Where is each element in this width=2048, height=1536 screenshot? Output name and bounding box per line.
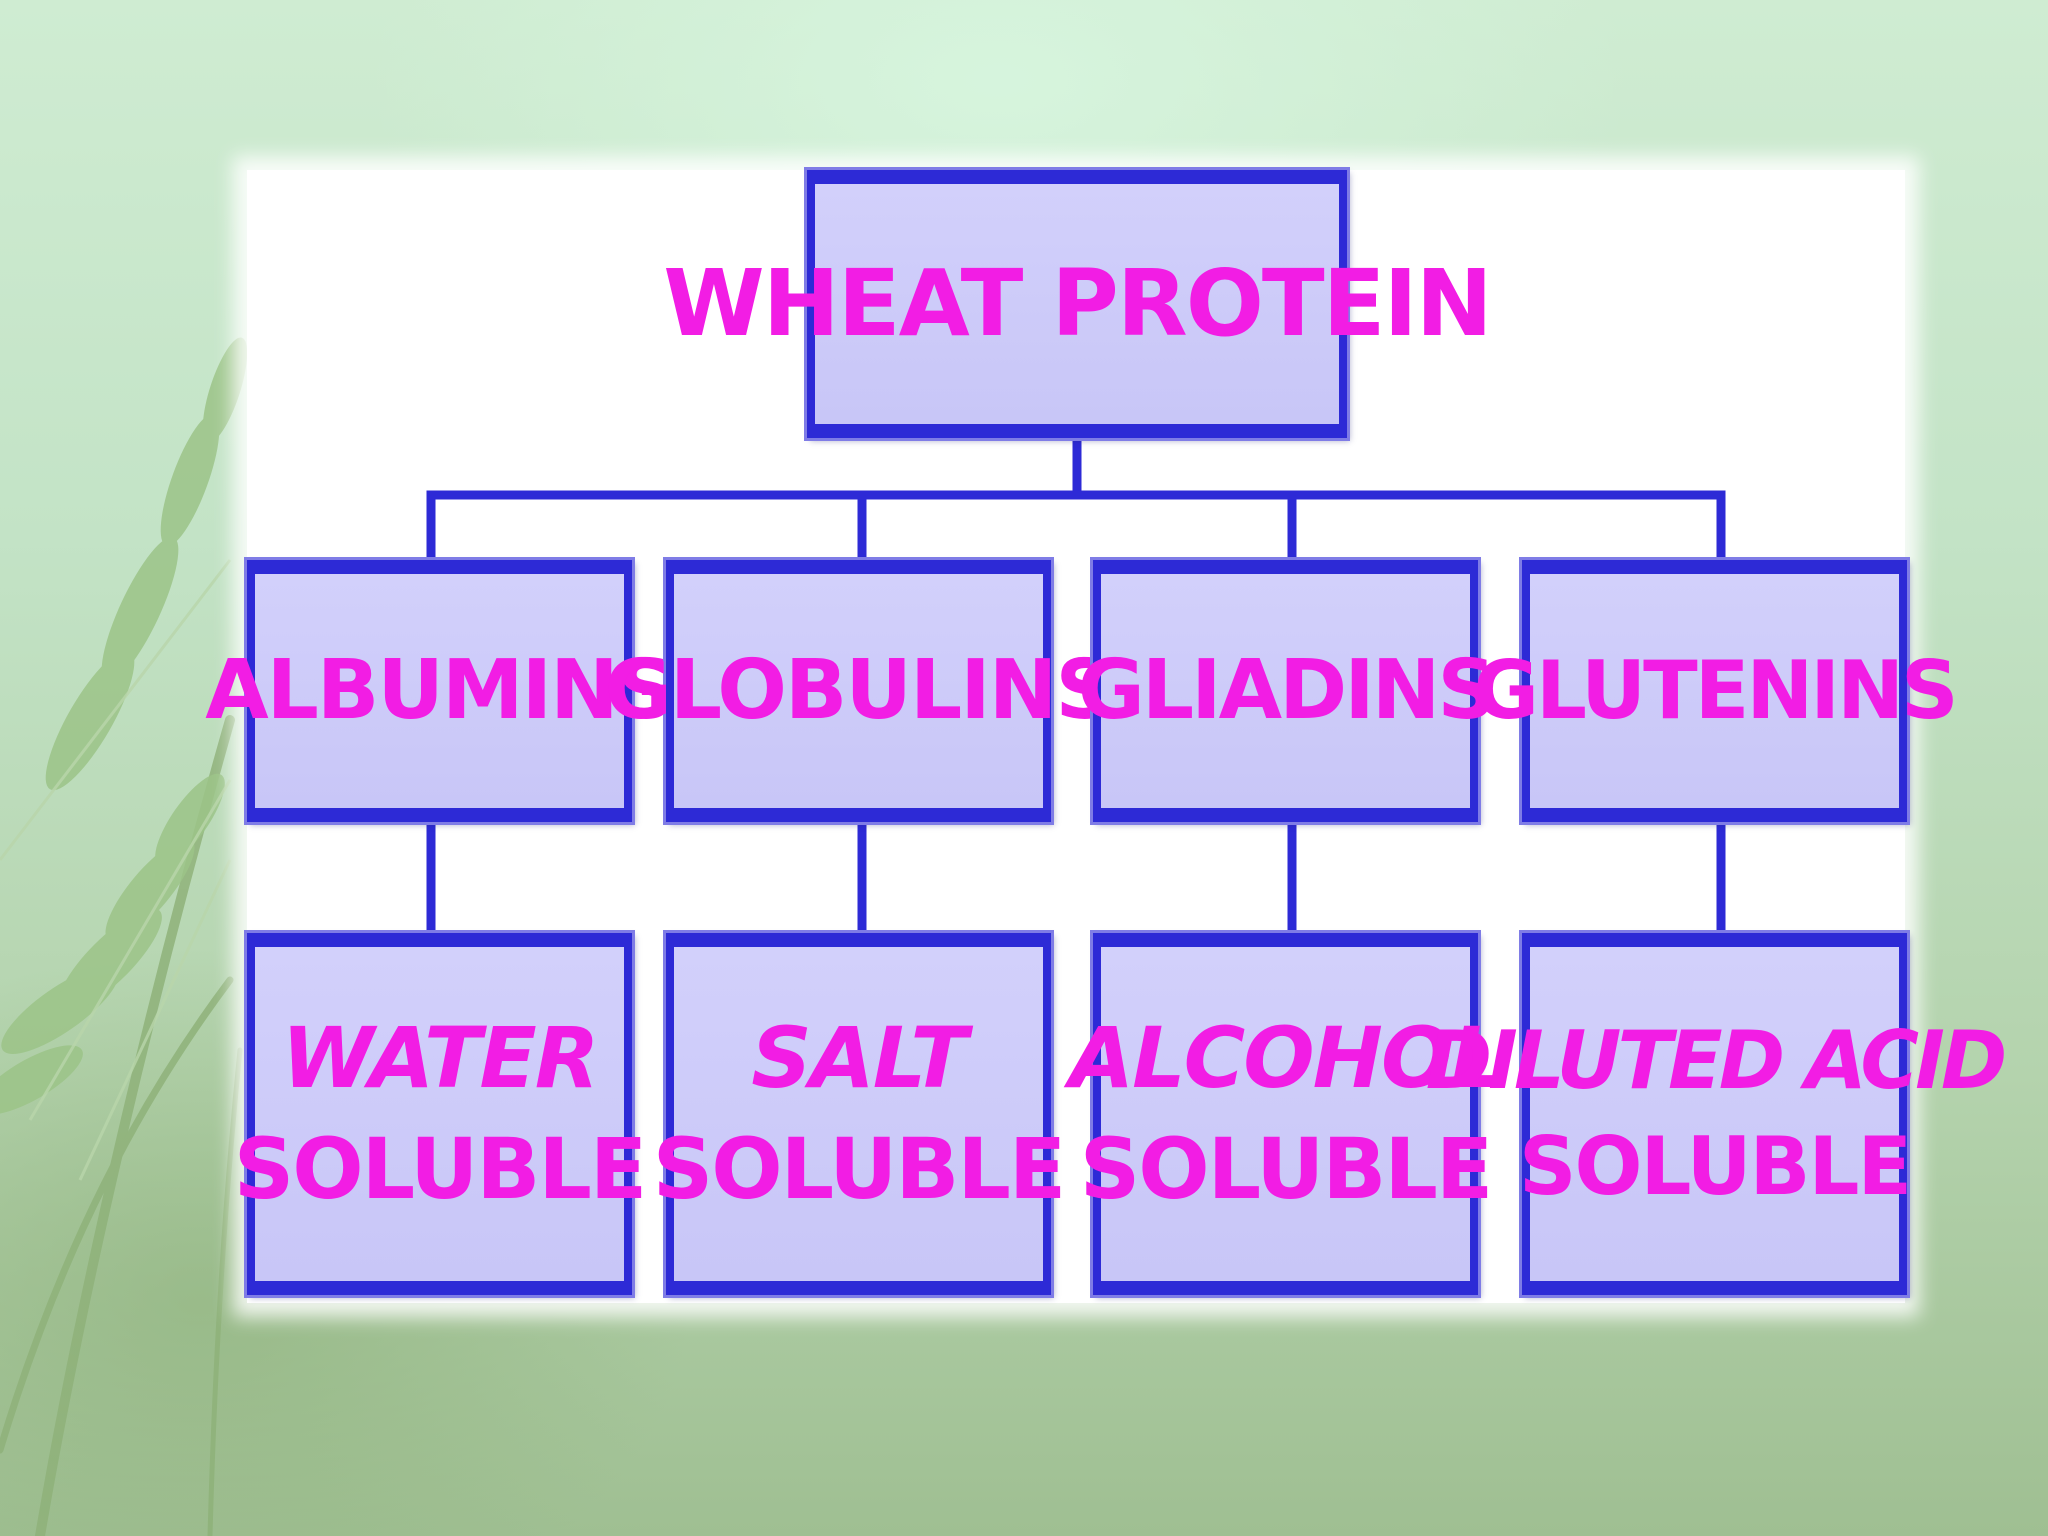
- node-gliadins: GLIADINS: [1078, 560, 1496, 822]
- wheat-stalk-icon: [0, 715, 243, 1536]
- solubility-solvent: SALT: [751, 1009, 967, 1108]
- solubility-word: SOLUBLE: [652, 1120, 1067, 1218]
- node-alcohol-soluble: ALCOHOL SOLUBLE: [1069, 933, 1504, 1295]
- solubility-solvent: DILUTED ACID: [1425, 1014, 2008, 1108]
- solubility-solvent: WATER: [281, 1009, 600, 1108]
- node-glutenins: GLUTENINS: [1473, 560, 1959, 822]
- solubility-solvent: ALCOHOL: [1069, 1009, 1504, 1108]
- solubility-word: SOLUBLE: [1518, 1120, 1912, 1213]
- solubility-word: SOLUBLE: [233, 1120, 648, 1218]
- node-water-soluble: WATER SOLUBLE: [234, 933, 647, 1295]
- node-label: WHEAT PROTEIN: [663, 250, 1492, 358]
- node-wheat-protein: WHEAT PROTEIN: [663, 170, 1493, 438]
- node-label: GLUTENINS: [1473, 644, 1958, 738]
- node-label: GLIADINS: [1077, 642, 1497, 738]
- solubility-word: SOLUBLE: [1079, 1120, 1494, 1218]
- node-label: GLOBULINS: [604, 642, 1115, 738]
- node-label: ALBUMINS: [205, 642, 676, 738]
- node-globulins: GLOBULINS: [605, 560, 1114, 822]
- node-diluted-acid-soluble: DILUTED ACID SOLUBLE: [1426, 933, 2007, 1295]
- node-salt-soluble: SALT SOLUBLE: [653, 933, 1066, 1295]
- node-albumins: ALBUMINS: [205, 560, 676, 822]
